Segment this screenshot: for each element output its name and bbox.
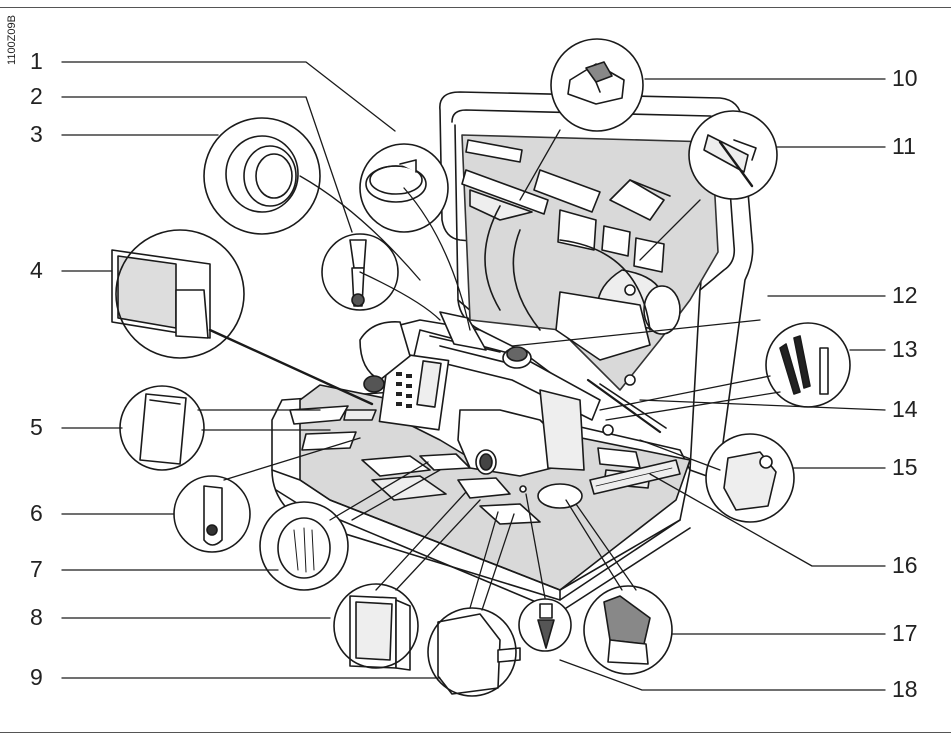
callout-15: 15 bbox=[892, 454, 918, 480]
callout-10: 10 bbox=[892, 65, 918, 91]
callout-16: 16 bbox=[892, 552, 918, 578]
callout-11: 11 bbox=[892, 133, 916, 159]
top-border bbox=[0, 7, 951, 8]
callout-9: 9 bbox=[30, 664, 43, 690]
detail-bubbles bbox=[518, 38, 851, 675]
case-lid bbox=[439, 91, 754, 481]
callout-5: 5 bbox=[30, 414, 43, 440]
callout-2: 2 bbox=[30, 83, 43, 109]
callout-4: 4 bbox=[30, 257, 43, 283]
callout-3: 3 bbox=[30, 121, 43, 147]
callout-1: 1 bbox=[30, 48, 43, 74]
callout-17: 17 bbox=[892, 620, 918, 646]
callout-12: 12 bbox=[892, 282, 918, 308]
callout-7: 7 bbox=[30, 556, 43, 582]
callout-8: 8 bbox=[30, 604, 43, 630]
callout-6: 6 bbox=[30, 500, 43, 526]
callout-14: 14 bbox=[892, 396, 918, 422]
callout-13: 13 bbox=[892, 336, 918, 362]
callout-18: 18 bbox=[892, 676, 918, 702]
detail-bubbles-left bbox=[111, 117, 521, 697]
bottom-border bbox=[0, 732, 951, 733]
instrument bbox=[359, 311, 667, 477]
leader-lines bbox=[61, 61, 886, 691]
case-base bbox=[271, 384, 691, 613]
